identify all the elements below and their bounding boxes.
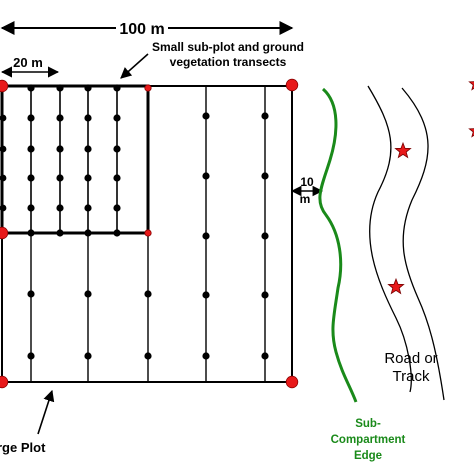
width-100m-label: 100 m [119, 21, 164, 38]
sample-point [144, 290, 152, 298]
subplot-label-line2: vegetation transects [170, 55, 287, 69]
sample-point [261, 352, 269, 360]
sample-point [84, 352, 92, 360]
sample-point [113, 174, 121, 182]
corner-marker [144, 84, 152, 92]
corner-marker [0, 375, 9, 389]
small-subplot-boundary [0, 84, 150, 235]
sample-point [27, 114, 35, 122]
sample-point [27, 174, 35, 182]
star-marker [468, 128, 474, 138]
sample-point [84, 145, 92, 153]
width-100m-label-bg [116, 16, 168, 38]
sample-point [0, 145, 7, 153]
sample-point [113, 84, 121, 92]
sample-point [202, 172, 210, 180]
sample-point [0, 114, 7, 122]
sample-point [261, 112, 269, 120]
star-marker [468, 81, 474, 91]
sample-point [84, 84, 92, 92]
sample-point [56, 174, 64, 182]
sample-point [202, 232, 210, 240]
sample-point [202, 112, 210, 120]
sample-point [261, 172, 269, 180]
sample-point [261, 291, 269, 299]
corner-marker [285, 375, 299, 389]
sample-point [84, 229, 92, 237]
sample-point [144, 352, 152, 360]
sample-point [84, 174, 92, 182]
sample-point [0, 204, 7, 212]
sample-point [113, 204, 121, 212]
sample-point [27, 204, 35, 212]
edge-label-line1: Sub- [355, 418, 381, 430]
compartment-edge-line [318, 87, 358, 403]
sample-point [56, 204, 64, 212]
sample-point [56, 84, 64, 92]
width-20m-label: 20 m [13, 55, 43, 70]
sample-point [84, 114, 92, 122]
sample-point [84, 204, 92, 212]
sample-point [56, 229, 64, 237]
sample-point [113, 229, 121, 237]
sample-point [56, 114, 64, 122]
buffer-10m-unit: m [300, 192, 311, 206]
road-label-line1: Road or [384, 350, 437, 367]
corner-marker [0, 226, 9, 240]
corner-marker [144, 229, 152, 237]
sample-point [27, 290, 35, 298]
sample-point [27, 145, 35, 153]
large-plot-pointer-arrow [37, 389, 55, 435]
edge-label-line2: Compartment [331, 434, 406, 446]
star-marker [394, 141, 412, 159]
sample-point [27, 352, 35, 360]
edge-label-line3: Edge [354, 450, 382, 462]
sample-point [261, 232, 269, 240]
sample-points [0, 84, 269, 360]
sample-point [27, 229, 35, 237]
sample-point [113, 114, 121, 122]
buffer-10m-number: 10 [300, 175, 314, 189]
corner-markers [0, 78, 299, 389]
road-left-edge [367, 85, 412, 393]
sample-point [27, 84, 35, 92]
sample-point [84, 290, 92, 298]
large-plot-label: rge Plot [0, 440, 46, 455]
subplot-label-line1: Small sub-plot and ground [152, 40, 304, 54]
star-markers [387, 81, 474, 295]
sample-point [202, 291, 210, 299]
star-marker [387, 277, 405, 295]
subplot-pointer-arrow [120, 53, 149, 79]
road-label-line2: Track [393, 368, 430, 385]
road-right-edge [401, 87, 445, 401]
sample-point [113, 145, 121, 153]
sample-point [0, 174, 7, 182]
corner-marker [285, 78, 299, 92]
sample-point [56, 145, 64, 153]
corner-marker [0, 79, 9, 93]
sample-point [202, 352, 210, 360]
